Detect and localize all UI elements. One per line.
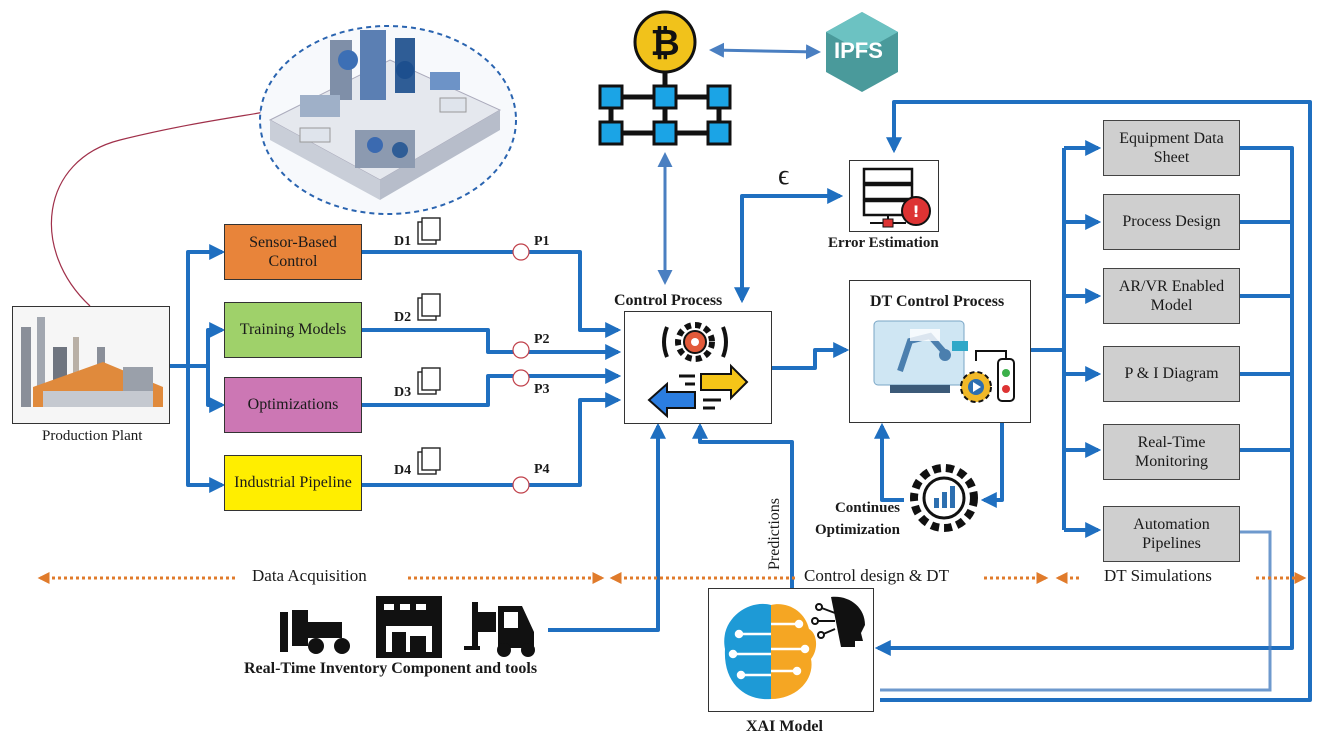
industrial-pipeline-box: Industrial Pipeline [224,455,362,511]
optimizations-box: Optimizations [224,377,362,433]
dt-control-process-title: DT Control Process [870,293,1005,310]
epsilon-symbol: ϵ [778,160,790,191]
production-plant-image [12,306,170,424]
plant-zoom-curve [50,109,267,307]
production-plant-label: Production Plant [42,428,143,444]
gear-icon [662,322,728,362]
real-time-monitoring-box: Real-Time Monitoring [1103,424,1240,480]
predictions-label: Predictions [766,498,783,570]
xai-model-label: XAI Model [746,718,823,735]
data-sheet-icons [417,217,441,475]
data-label-d4: D4 [394,463,412,478]
process-design-box: Process Design [1103,194,1240,250]
data-point-p2 [512,341,530,359]
data-label-d3: D3 [394,385,412,400]
factory-illustration [268,30,502,200]
svg-text:!: ! [912,202,919,221]
server-warning-icon: ! [862,167,931,228]
data-point-p3 [512,369,530,387]
sensor-based-control-box: Sensor-Based Control [224,224,362,280]
automation-pipelines-box: Automation Pipelines [1103,506,1240,562]
ipfs-label: IPFS [834,38,883,63]
ar-vr-model-box: AR/VR Enabled Model [1103,268,1240,324]
inventory-label: Real-Time Inventory Component and tools [244,660,538,677]
hand-truck-icon [280,610,350,654]
inventory-icons [278,592,550,658]
data-label-d1: D1 [394,234,412,249]
point-label-p4: P4 [534,462,550,477]
phase-data-acquisition: Data Acquisition [248,566,371,586]
data-point-p4 [512,476,530,494]
data-label-d2: D2 [394,310,412,325]
point-label-p1: P1 [534,234,550,249]
exchange-arrows-icon [647,363,749,419]
xai-model-box [708,588,874,712]
error-estimation-label: Error Estimation [828,235,939,251]
point-label-p3: P3 [534,382,550,397]
human-ai-head-icon [811,596,865,647]
equipment-data-sheet-box: Equipment Data Sheet [1103,120,1240,176]
control-process-title: Control Process [614,292,723,309]
error-estimation-box: ! [849,160,939,232]
data-point-p1 [512,243,530,261]
phase-dt-simulations: DT Simulations [1100,566,1216,586]
warehouse-icon [376,596,442,658]
ai-brain-icon [724,603,817,700]
phase-control-design: Control design & DT [800,566,953,586]
point-label-p2: P2 [534,332,550,347]
pid-diagram-box: P & I Diagram [1103,346,1240,402]
forklift-icon [464,602,535,657]
control-process-box [624,311,772,424]
svg-text:₿: ₿ [650,23,679,64]
digital-twin-robot-icon [873,320,968,393]
blockchain-ipfs-link [709,42,821,60]
training-models-box: Training Models [224,302,362,358]
optimization-label: Continues Optimization [815,500,900,538]
blockchain-icon: ₿ [598,10,732,146]
settings-play-icon [960,350,1015,403]
ipfs-icon [826,12,898,92]
optimization-cycle-icon [904,456,984,540]
dt-control-process-box: DT Control Process [849,280,1031,423]
